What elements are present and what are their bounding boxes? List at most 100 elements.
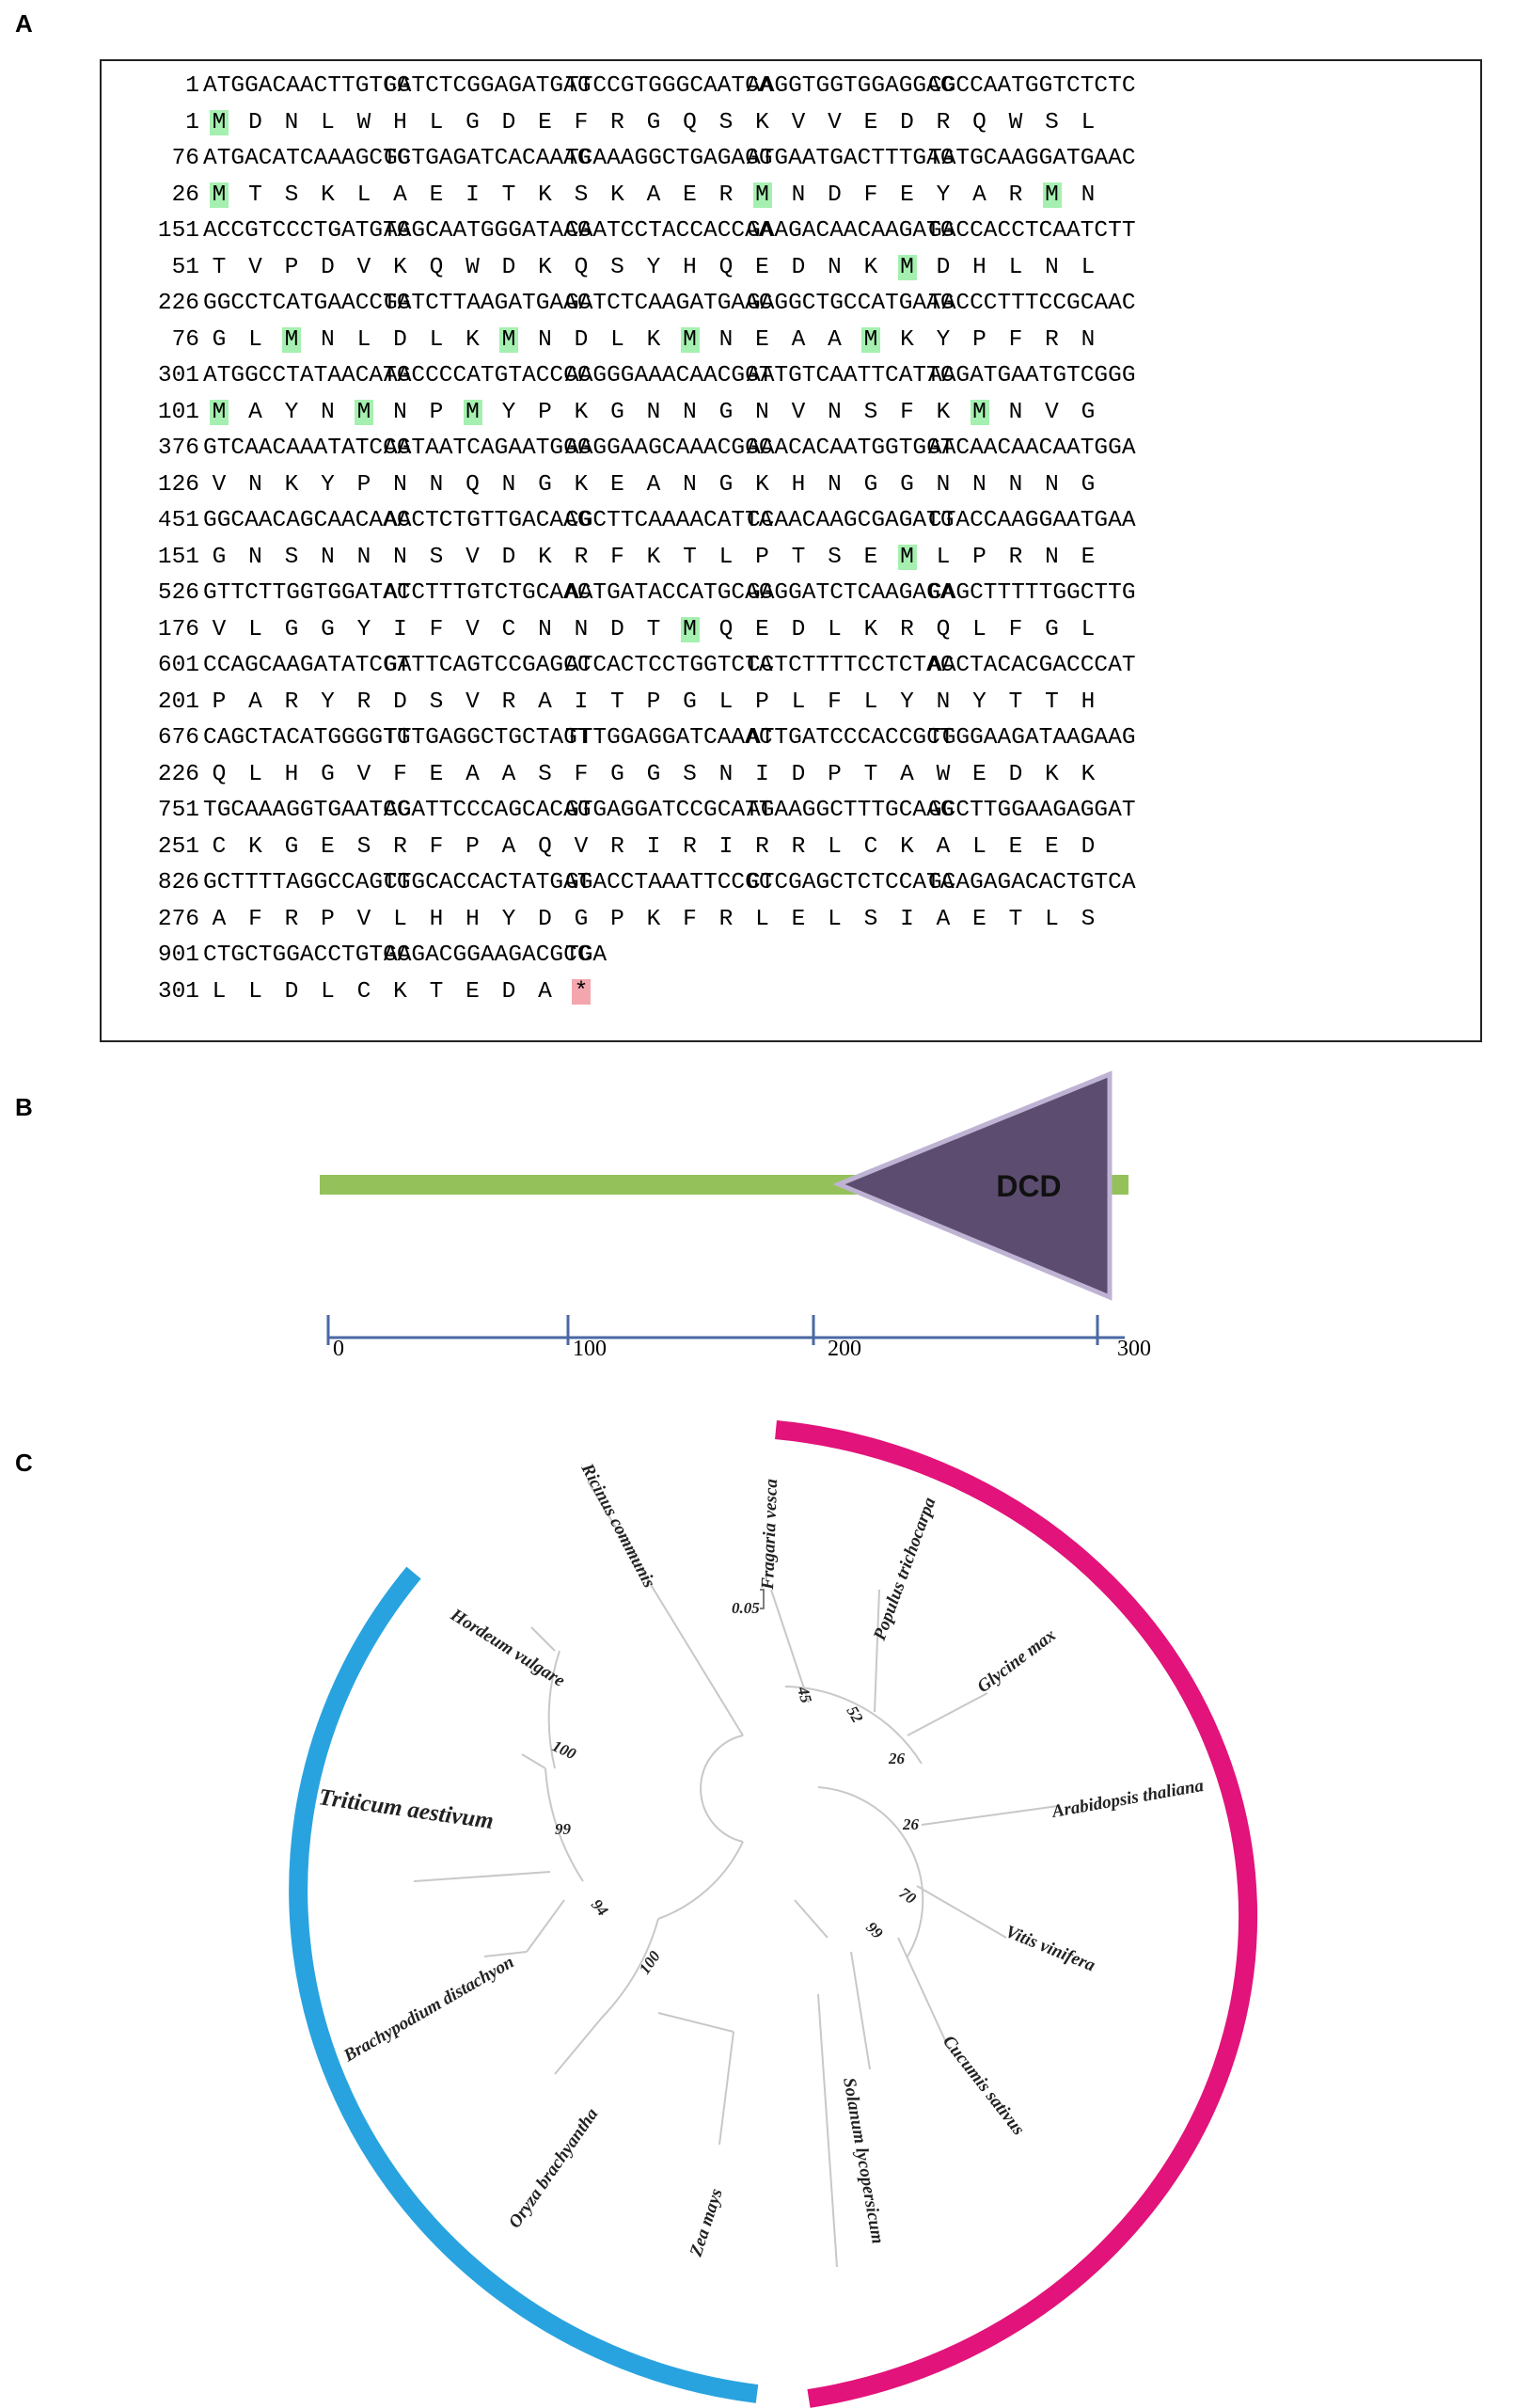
amino-acid: Q xyxy=(538,833,552,860)
amino-acid: G xyxy=(863,471,878,498)
amino-acid: D xyxy=(538,906,552,932)
amino-acid: N xyxy=(393,471,407,498)
amino-acid: R xyxy=(936,109,951,135)
amino-acid: R xyxy=(284,906,299,932)
amino-acid: N xyxy=(683,471,697,498)
nt-position: 76 xyxy=(171,146,199,171)
amino-acid: Q xyxy=(574,254,589,280)
bootstrap-glycine: 26 xyxy=(888,1750,906,1767)
amino-acid: L xyxy=(610,326,624,353)
amino-acid: A xyxy=(972,182,986,208)
codon-block: TGA xyxy=(565,943,608,968)
amino-acid: S xyxy=(284,182,299,208)
amino-acid: E xyxy=(610,471,624,498)
codon-block: TCAAAGGCTGAGAGG xyxy=(565,146,773,171)
codon-block: GAGGATCTCAAGAGA xyxy=(747,580,955,606)
methionine-highlight: M xyxy=(499,326,518,353)
amino-acid: N xyxy=(429,471,444,498)
amino-acid: F xyxy=(900,399,914,425)
amino-acid: T xyxy=(791,544,806,570)
amino-acid: N xyxy=(321,399,335,425)
amino-acid: L xyxy=(248,616,262,642)
codon-block: AATGATACCATGCAG xyxy=(565,580,773,606)
amino-acid: A xyxy=(501,833,516,860)
codon-block: TACCCTTTCCGCAAC xyxy=(928,291,1136,316)
amino-acid: E xyxy=(863,109,878,135)
codon-block: AGAAGGCTTTGCAAG xyxy=(747,798,955,823)
amino-acid: L xyxy=(718,689,734,715)
amino-acid: H xyxy=(429,906,444,932)
amino-acid: P xyxy=(646,689,661,715)
amino-acid: F xyxy=(429,833,444,860)
amino-acid: D xyxy=(321,254,335,280)
nt-position: 151 xyxy=(157,218,199,244)
amino-acid: K xyxy=(900,833,914,860)
codon-block: GATCTTAAGATGAAC xyxy=(384,291,592,316)
amino-acid: D xyxy=(936,254,951,280)
amino-acid: Q xyxy=(936,616,951,642)
amino-acid: Y xyxy=(900,689,914,715)
aa-position: 1 xyxy=(185,109,199,135)
amino-acid: V xyxy=(791,399,806,425)
amino-acid: P xyxy=(972,544,986,570)
amino-acid: T xyxy=(863,761,878,787)
amino-acid: E xyxy=(755,254,769,280)
methionine-highlight: M xyxy=(970,399,989,425)
amino-acid: F xyxy=(1008,616,1023,642)
amino-acid: P xyxy=(429,399,444,425)
amino-acid: A xyxy=(466,761,480,787)
codon-block: TTTGAGGCTGCTAGT xyxy=(384,725,592,751)
amino-acid: E xyxy=(1008,833,1023,860)
amino-acid: P xyxy=(284,254,299,280)
amino-acid: G xyxy=(321,761,335,787)
amino-acid: N xyxy=(972,471,986,498)
amino-acid: V xyxy=(356,906,371,932)
codon-block: GCCTTGGAAGAGGAT xyxy=(928,798,1136,823)
amino-acid: V xyxy=(212,616,227,642)
codon-block: TTCCGTGGGCAATCA xyxy=(565,73,773,99)
amino-acid: H xyxy=(393,109,407,135)
methionine-highlight: M xyxy=(752,182,772,208)
amino-acid: W xyxy=(356,109,371,135)
amino-acid: S xyxy=(683,761,697,787)
codon-block: CTGCACCACTATGAT xyxy=(384,870,592,895)
amino-acid: N xyxy=(248,471,262,498)
amino-acid: F xyxy=(429,616,444,642)
amino-acid: K xyxy=(538,182,552,208)
aa-position: 276 xyxy=(157,906,199,932)
amino-acid: N xyxy=(321,544,335,570)
amino-acid: D xyxy=(501,978,516,1005)
codon-block: GCAGAGACACTGTCA xyxy=(928,870,1136,895)
amino-acid: V xyxy=(356,761,371,787)
amino-acid: G xyxy=(646,761,661,787)
taxon-solanum-lycopersicum: Solanum lycopersicum xyxy=(839,2076,888,2245)
amino-acid: G xyxy=(610,761,624,787)
dicot-clade-arc xyxy=(775,1420,1258,2408)
codon-block: ATGACATCAAAGCTG xyxy=(203,146,411,171)
amino-acid: K xyxy=(900,326,914,353)
amino-acid: D xyxy=(1008,761,1023,787)
codon-block: CTACCAAGGAATGAA xyxy=(928,508,1136,533)
amino-acid: K xyxy=(393,978,407,1005)
amino-acid: R xyxy=(718,182,734,208)
amino-acid: Q xyxy=(429,254,444,280)
amino-acid: Y xyxy=(936,326,951,353)
amino-acid: A xyxy=(248,399,262,425)
amino-acid: G xyxy=(212,326,227,353)
amino-acid: K xyxy=(646,544,661,570)
methionine-highlight: M xyxy=(210,109,229,135)
amino-acid: Q xyxy=(683,109,697,135)
amino-acid: K xyxy=(755,471,769,498)
amino-acid: S xyxy=(429,689,444,715)
amino-acid: V xyxy=(466,689,480,715)
amino-acid: D xyxy=(284,978,299,1005)
nt-position: 751 xyxy=(157,798,199,823)
amino-acid: I xyxy=(646,833,661,860)
amino-acid: D xyxy=(248,109,262,135)
amino-acid: K xyxy=(466,326,480,353)
amino-acid: H xyxy=(791,471,806,498)
amino-acid: L xyxy=(429,326,444,353)
amino-acid: D xyxy=(393,689,407,715)
amino-acid: D xyxy=(900,109,914,135)
